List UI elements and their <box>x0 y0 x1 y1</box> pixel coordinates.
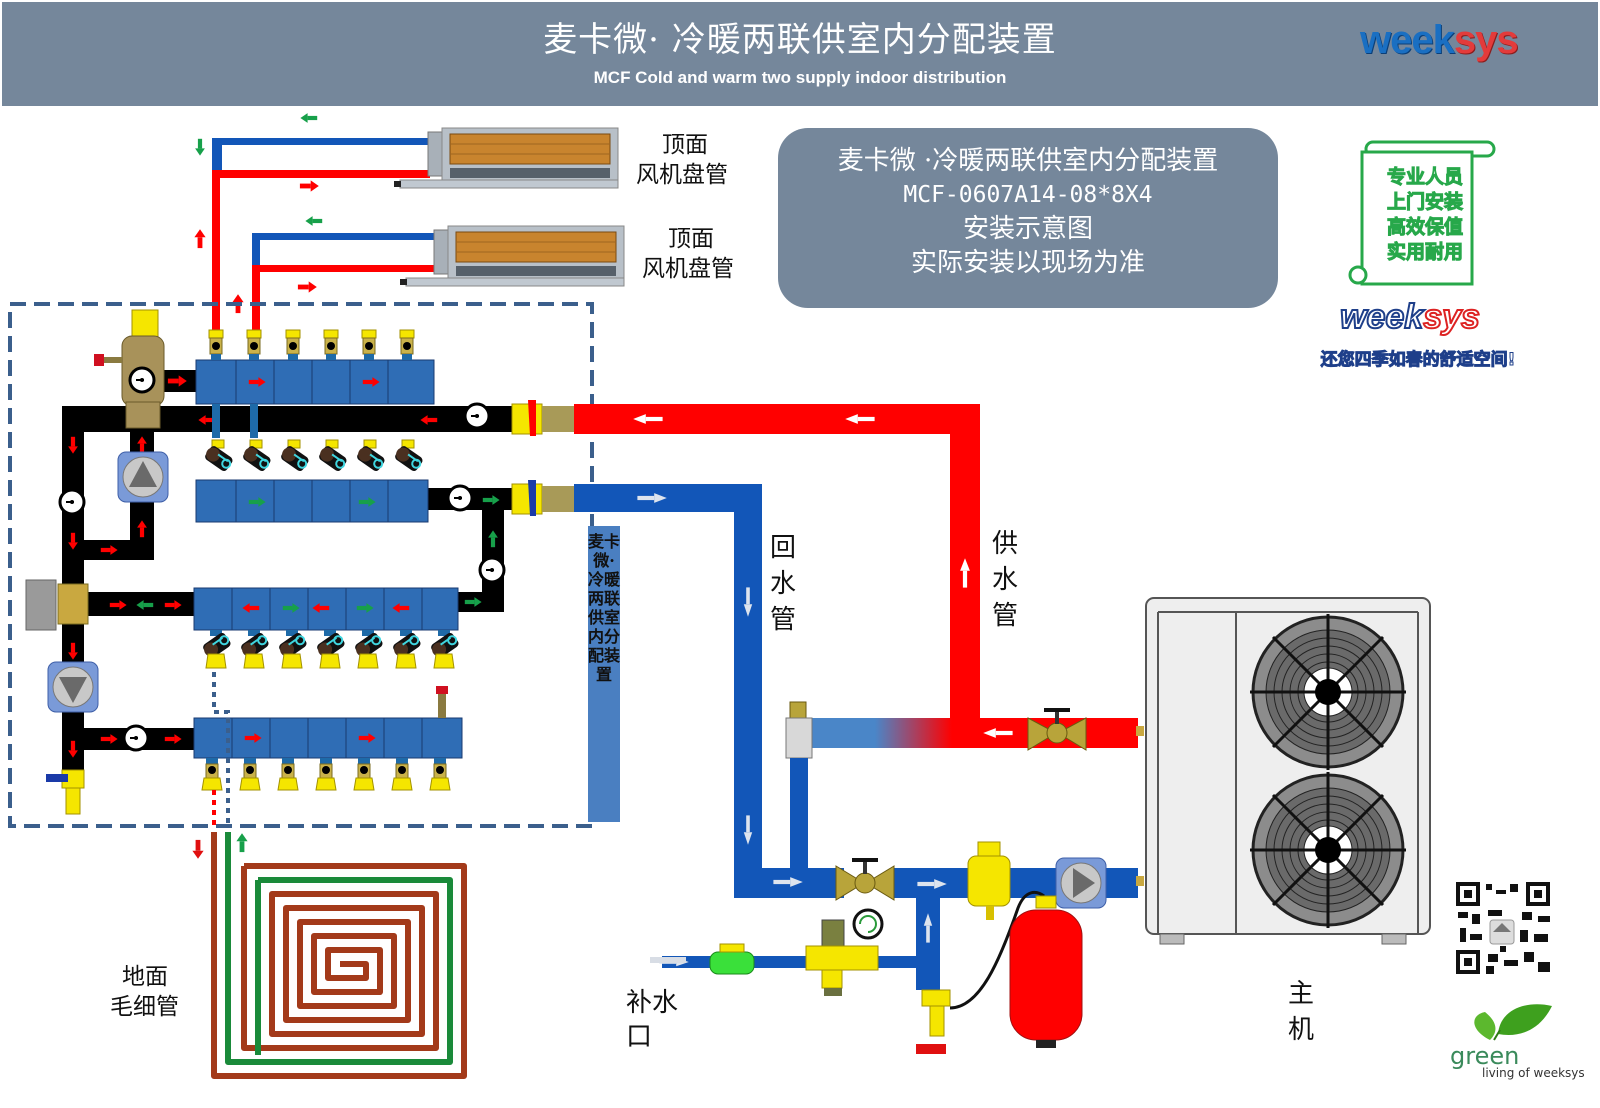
expansion-tank <box>916 890 1083 1054</box>
logo-part-sys: sys <box>1422 297 1481 337</box>
circulation-pump-upper <box>117 451 169 503</box>
dirt-separator <box>967 841 1011 920</box>
floor-capillary-loop <box>211 832 467 1079</box>
main-circulation-pump <box>1055 857 1107 909</box>
fan-coil-unit-1 <box>393 127 619 189</box>
scroll-line: 上门安装 <box>1386 191 1463 214</box>
weeksys-logo-header: weeksys <box>1360 18 1519 63</box>
fan-coil-piping <box>194 113 436 338</box>
green-leaf-icon <box>1474 1004 1552 1041</box>
green-logo-tagline: living of weeksys <box>1482 1066 1585 1080</box>
info-disclaimer: 实际安装以现场为准 <box>910 248 1145 278</box>
pressure-gauge <box>58 488 86 516</box>
return-outlet-ball-valve <box>511 480 574 516</box>
label-line: 顶面 <box>668 226 714 252</box>
main-unit-label: 主 机 <box>1286 976 1316 1048</box>
fan-upper <box>1248 612 1408 772</box>
heat-pump-unit <box>1136 597 1431 945</box>
manifold-fan-coil-return <box>195 439 429 523</box>
supply-stop-valve <box>1027 708 1087 751</box>
scroll-line: 高效保值 <box>1386 216 1463 239</box>
label-line: 地面 <box>122 964 168 990</box>
mixing-valve <box>25 579 89 631</box>
qr-code <box>1454 880 1552 976</box>
logo-part-week: week <box>1339 297 1424 337</box>
circulation-pump-lower <box>47 661 99 713</box>
info-product-name: 麦卡微 ·冷暖两联供室内分配装置 <box>837 146 1219 176</box>
label-line: 口 <box>626 1022 653 1052</box>
supply-pipe-label: 供水管 <box>991 529 1018 631</box>
water-meter <box>650 943 755 975</box>
label-line: 补水 <box>626 988 679 1018</box>
service-scroll-badge <box>1348 140 1496 286</box>
pressure-gauge <box>478 556 506 584</box>
manifold-floor-return <box>193 587 462 669</box>
drain-ball-valve <box>46 769 85 815</box>
page-title: 麦卡微· 冷暖两联供室内分配装置 <box>543 20 1057 60</box>
slogan: 还您四季如春的舒适空间! <box>1320 350 1516 371</box>
label-line: 顶面 <box>662 132 708 158</box>
fan-lower <box>1248 770 1408 930</box>
pressure-gauge <box>463 402 491 430</box>
scroll-line: 实用耐用 <box>1386 241 1463 264</box>
fan-coil-label-1: 顶面 风机盘管 <box>636 130 728 190</box>
internal-piping <box>62 370 522 772</box>
manifold-floor-supply <box>193 686 463 791</box>
label-line: 机 <box>1287 1015 1314 1045</box>
label-line: 风机盘管 <box>642 256 734 282</box>
label-line: 主 <box>1287 979 1314 1009</box>
green-logo-word: green <box>1450 1042 1520 1070</box>
supply-pipe <box>574 404 1138 748</box>
logo-part-week: week <box>1360 18 1455 62</box>
label-line: 毛细管 <box>110 994 179 1020</box>
air-separator <box>94 309 165 429</box>
pressure-gauge <box>122 724 150 752</box>
fan-coil-label-2: 顶面 风机盘管 <box>642 224 734 284</box>
weeksys-logo-badge: weeksys <box>1339 297 1481 337</box>
info-panel: 麦卡微 ·冷暖两联供室内分配装置 MCF-0607A14-08*8X4 安装示意… <box>778 128 1278 308</box>
info-diagram-type: 安装示意图 <box>962 214 1093 244</box>
fan-coil-unit-2 <box>399 225 625 287</box>
floor-loop-arrows <box>192 833 248 859</box>
supply-inlet-ball-valve <box>511 400 574 436</box>
pressure-gauge <box>446 484 474 512</box>
manifold-fan-coil-supply <box>195 329 435 438</box>
relief-valve <box>785 701 813 759</box>
makeup-water-label: 补水 口 <box>626 986 678 1054</box>
scroll-line: 专业人员 <box>1386 166 1463 189</box>
distribution-unit-banner: 麦卡微·冷暖两联供室内分配装置 <box>588 526 620 822</box>
floor-loop-links <box>212 672 230 826</box>
info-model-number: MCF-0607A14-08*8X4 <box>903 182 1153 208</box>
header-banner <box>2 2 1598 106</box>
pressure-reducing-valve <box>805 908 884 996</box>
floor-heating-label: 地面 毛细管 <box>110 962 179 1022</box>
logo-part-sys: sys <box>1453 18 1519 62</box>
scroll-text: 专业人员 上门安装 高效保值 实用耐用 <box>1370 165 1480 265</box>
page-subtitle: MCF Cold and warm two supply indoor dist… <box>593 68 1007 87</box>
bypass-pipe <box>812 718 952 748</box>
return-pipe-label: 回水管 <box>769 533 796 635</box>
label-line: 风机盘管 <box>636 162 728 188</box>
return-stop-valve <box>835 858 895 901</box>
